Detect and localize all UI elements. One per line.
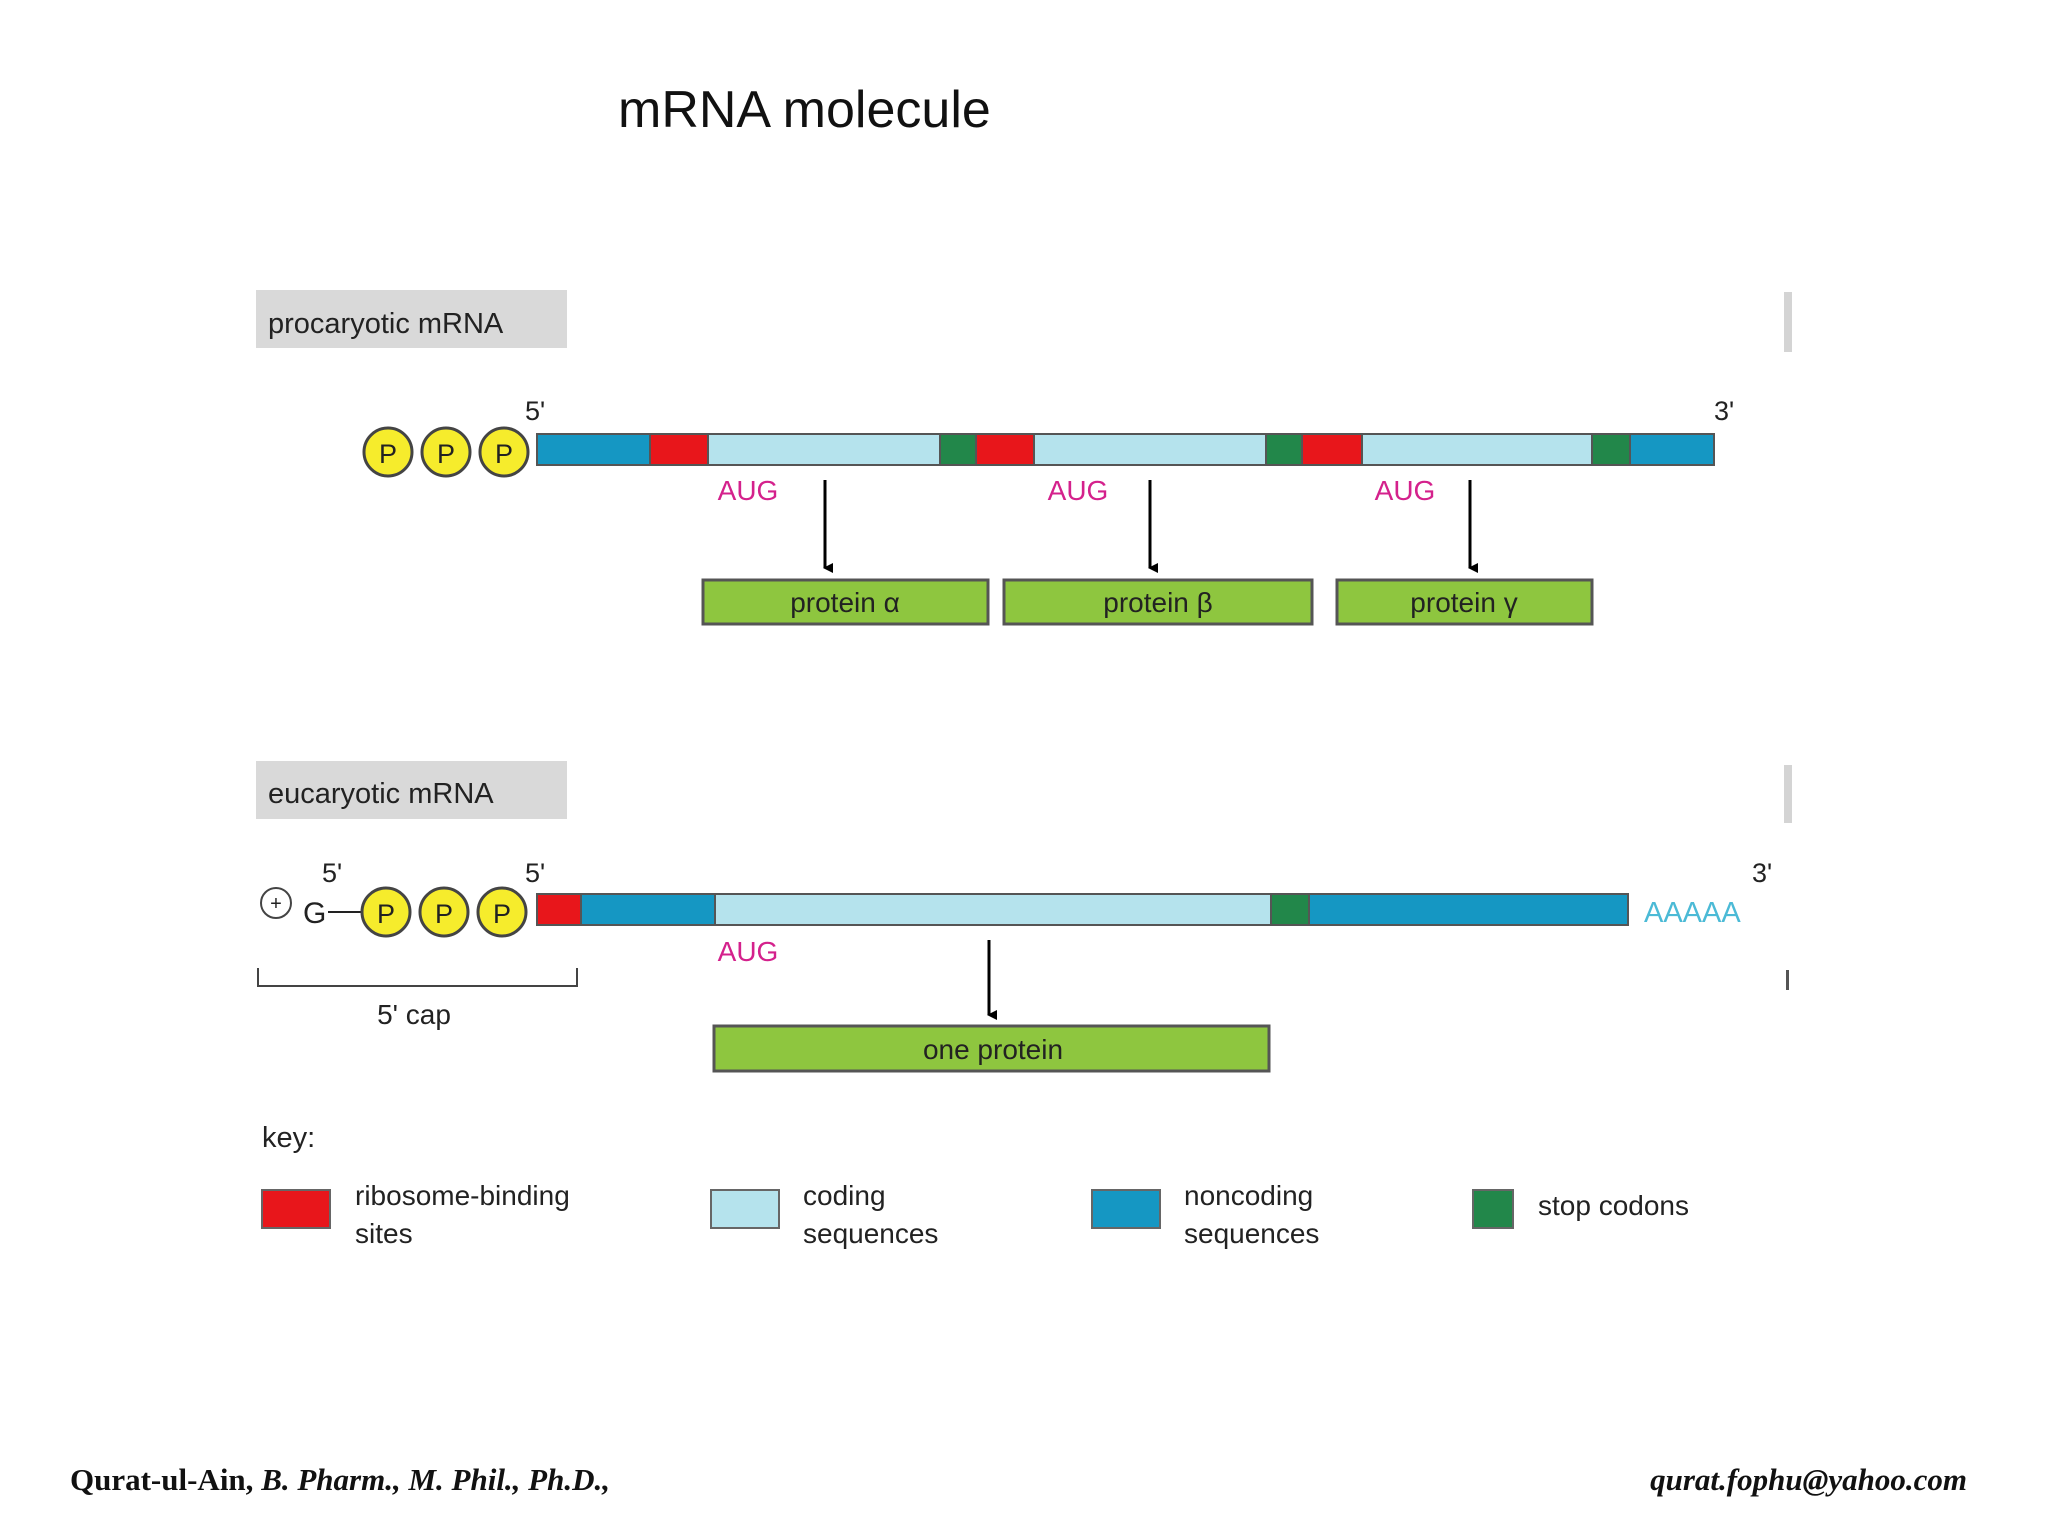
five-prime-label: 5' [525, 396, 545, 426]
eukaryotic-label-box [256, 761, 567, 819]
phosphate-label: P [377, 899, 395, 929]
footer-email: qurat.fophu@yahoo.com [1650, 1462, 1967, 1497]
ribosome-binding-segment [536, 893, 582, 926]
positive-charge-icon [260, 887, 292, 919]
legend-label: sequences [803, 1218, 938, 1249]
phosphate-label: P [435, 899, 453, 929]
aug-label: AUG [718, 475, 779, 506]
stop-codon-segment [939, 433, 977, 466]
noncoding-segment [536, 433, 651, 466]
three-prime-label: 3' [1752, 858, 1772, 888]
stop-codon-segment [1270, 893, 1310, 926]
eukaryotic-label: eucaryotic mRNA [268, 778, 494, 810]
three-prime-label: 3' [1714, 396, 1734, 426]
cap-bracket [257, 968, 578, 987]
stop-codon-segment [1591, 433, 1631, 466]
coding-segment [714, 893, 1272, 926]
phosphate-group: P P P [360, 886, 528, 938]
stop-codon-segment [1265, 433, 1303, 466]
five-prime-label: 5' [525, 858, 545, 888]
phosphate-label: P [495, 439, 513, 469]
coding-segment [707, 433, 941, 466]
prokaryotic-right-edge [1784, 292, 1792, 352]
poly-a-tail: AAAAA [1644, 897, 1741, 929]
protein-gamma-label: protein γ [1410, 587, 1517, 618]
prokaryotic-label-box [256, 290, 567, 348]
prokaryotic-label: procaryotic mRNA [268, 308, 504, 340]
author-name: Qurat-ul-Ain, [70, 1462, 262, 1497]
protein-gamma-box [1335, 578, 1594, 626]
legend-swatch-ribosome-binding [261, 1189, 331, 1229]
phosphate-icon [360, 886, 412, 938]
one-protein-box [712, 1024, 1271, 1073]
legend: key: ribosome-binding sites coding seque… [261, 1122, 1689, 1249]
aug-label: AUG [1375, 475, 1436, 506]
phosphate-icon [420, 426, 472, 478]
legend-swatch-coding [710, 1189, 780, 1229]
cap-label: 5' cap [377, 999, 451, 1030]
phosphate-label: P [493, 899, 511, 929]
noncoding-segment [580, 893, 716, 926]
eukaryotic-right-tick [1786, 970, 1789, 990]
one-protein-label: one protein [923, 1034, 1063, 1065]
legend-label: sites [355, 1218, 413, 1249]
cap-five-prime-label: 5' [322, 858, 342, 888]
phosphate-label: P [437, 439, 455, 469]
prokaryotic-mrna-strand [536, 433, 1715, 466]
coding-segment [1361, 433, 1593, 466]
eukaryotic-right-edge [1784, 765, 1792, 823]
noncoding-segment [1308, 893, 1629, 926]
legend-title: key: [262, 1122, 315, 1154]
coding-segment [1033, 433, 1267, 466]
phosphate-group: P P P [362, 426, 530, 478]
prokaryotic-section: procaryotic mRNA P P P 5' 3' [256, 290, 1792, 626]
legend-swatch-noncoding [1091, 1189, 1161, 1229]
ribosome-binding-segment [975, 433, 1035, 466]
legend-label: ribosome-binding [355, 1180, 570, 1211]
aug-label: AUG [718, 936, 779, 967]
phosphate-icon [476, 886, 528, 938]
protein-beta-label: protein β [1103, 587, 1213, 618]
legend-swatch-stop-codon [1472, 1189, 1514, 1229]
phosphate-icon [362, 426, 414, 478]
eukaryotic-mrna-strand [536, 893, 1629, 926]
author-credentials: B. Pharm., M. Phil., Ph.D., [261, 1462, 610, 1497]
protein-alpha-label: protein α [790, 587, 900, 618]
legend-label: stop codons [1538, 1190, 1689, 1221]
eukaryotic-section: eucaryotic mRNA + G 5' P P P 5' 3' AAAAA [256, 761, 1792, 1073]
positive-charge-symbol: + [270, 893, 282, 915]
ribosome-binding-segment [1301, 433, 1363, 466]
legend-label: noncoding [1184, 1180, 1313, 1211]
footer-author: Qurat-ul-Ain, B. Pharm., M. Phil., Ph.D.… [70, 1462, 610, 1498]
slide-title: mRNA molecule [618, 81, 991, 139]
legend-label: coding [803, 1180, 886, 1211]
phosphate-icon [478, 426, 530, 478]
protein-beta-box [1002, 578, 1314, 626]
legend-label: sequences [1184, 1218, 1319, 1249]
ribosome-binding-segment [649, 433, 709, 466]
guanine-label: G [303, 897, 326, 930]
aug-label: AUG [1048, 475, 1109, 506]
noncoding-segment [1629, 433, 1715, 466]
phosphate-icon [418, 886, 470, 938]
protein-alpha-box [701, 578, 990, 626]
phosphate-label: P [379, 439, 397, 469]
